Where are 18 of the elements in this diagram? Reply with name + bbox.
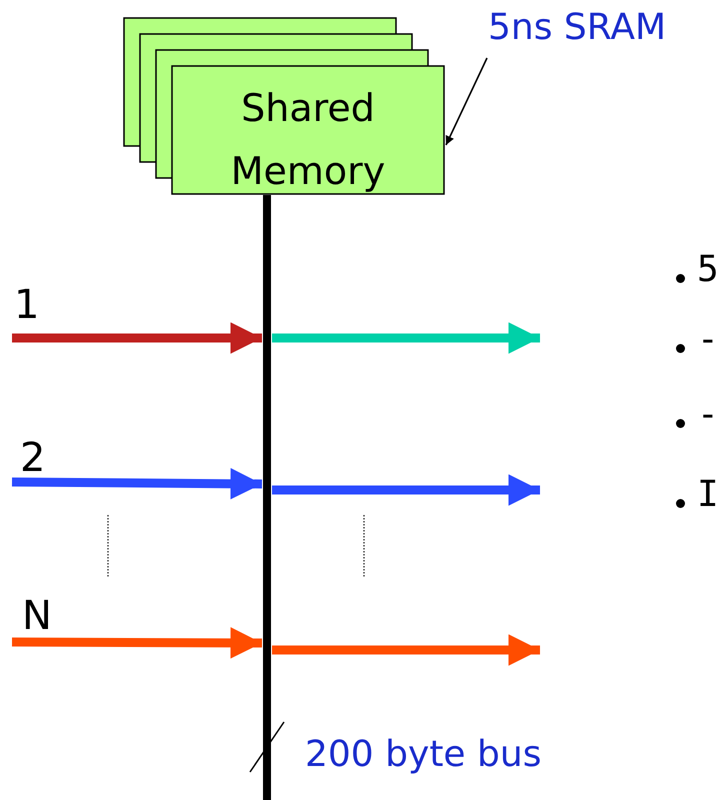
callout-text: 5ns SRAM xyxy=(488,8,666,48)
leader-line xyxy=(445,58,488,146)
edge-label: 1 xyxy=(14,283,40,327)
edge-label: 2 xyxy=(20,436,46,480)
arrow xyxy=(272,322,540,354)
bullet-text: 5 xyxy=(697,250,719,290)
arrow xyxy=(12,627,262,659)
edge-label: N xyxy=(22,594,52,638)
arrow xyxy=(12,322,262,354)
memory-label: Shared Memory xyxy=(230,85,386,195)
memory-stack xyxy=(123,17,445,195)
bus-caption: 200 byte bus xyxy=(305,735,542,775)
bullet-text: - xyxy=(697,320,719,360)
bullet-text: I xyxy=(697,475,719,515)
bullet-text: - xyxy=(697,395,719,435)
arrow xyxy=(12,468,262,500)
arrow xyxy=(272,474,540,506)
arrow xyxy=(272,634,540,666)
